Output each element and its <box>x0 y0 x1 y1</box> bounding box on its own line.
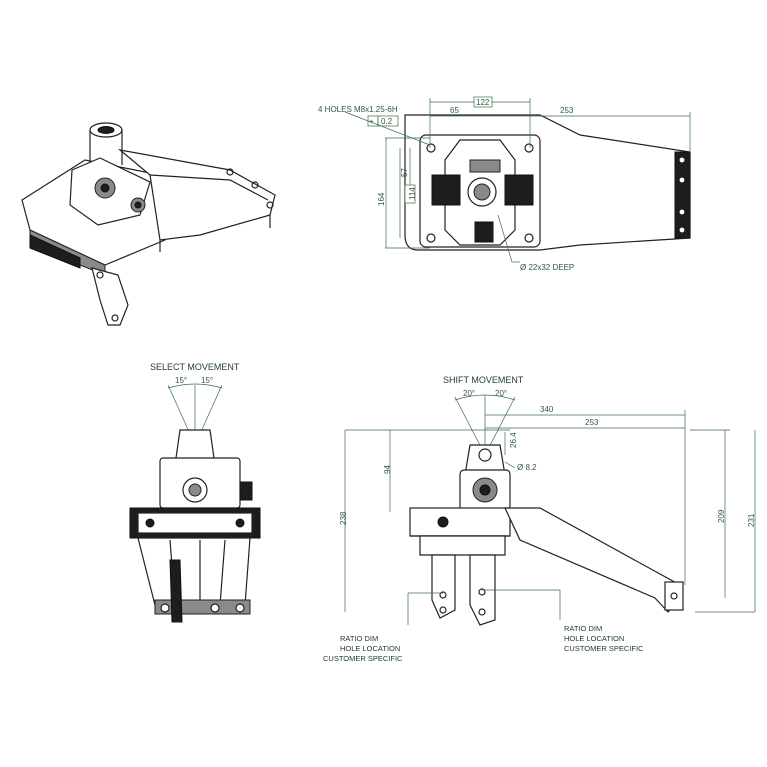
dim-8-2: Ø 8.2 <box>517 463 537 472</box>
bore-note: Ø 22x32 DEEP <box>520 263 574 272</box>
dim-26-4: 26.4 <box>509 432 518 448</box>
select-angle-right: 15° <box>201 376 213 385</box>
isometric-view <box>21 122 276 326</box>
shift-angle-right: 20° <box>495 389 507 398</box>
dim-57: 57 <box>400 168 409 177</box>
dim-231: 231 <box>747 513 756 527</box>
select-view: SELECT MOVEMENT 15° 15° <box>129 362 261 623</box>
note-left-line-3: CUSTOMER SPECIFIC <box>323 654 403 663</box>
select-angle-left: 15° <box>175 376 187 385</box>
note-left-line-2: HOLE LOCATION <box>340 644 400 653</box>
shift-angle-left: 20° <box>463 389 475 398</box>
note-right-line-1: RATIO DIM <box>564 624 602 633</box>
shift-title: SHIFT MOVEMENT <box>443 375 524 385</box>
dim-238: 238 <box>339 511 348 525</box>
tolerance-value: 0.2 <box>381 117 393 126</box>
dim-122: 122 <box>476 98 490 107</box>
dim-114: 114 <box>408 187 417 200</box>
note-right-line-3: CUSTOMER SPECIFIC <box>564 644 644 653</box>
dim-253-side: 253 <box>585 418 599 427</box>
dim-253: 253 <box>560 106 574 115</box>
top-view: 4 HOLES M8x1.25-6H ⌖ 0.2 122 65 253 57 1… <box>318 96 691 272</box>
shift-view: SHIFT MOVEMENT 20° 20° <box>323 375 756 663</box>
dim-65: 65 <box>450 106 459 115</box>
dim-94: 94 <box>383 465 392 474</box>
dim-209: 209 <box>717 509 726 523</box>
position-tolerance-icon: ⌖ <box>369 117 374 126</box>
select-title: SELECT MOVEMENT <box>150 362 240 372</box>
dim-164: 164 <box>377 192 386 206</box>
dim-340: 340 <box>540 405 554 414</box>
note-right-line-2: HOLE LOCATION <box>564 634 624 643</box>
hole-note: 4 HOLES M8x1.25-6H <box>318 105 398 114</box>
note-left-line-1: RATIO DIM <box>340 634 378 643</box>
